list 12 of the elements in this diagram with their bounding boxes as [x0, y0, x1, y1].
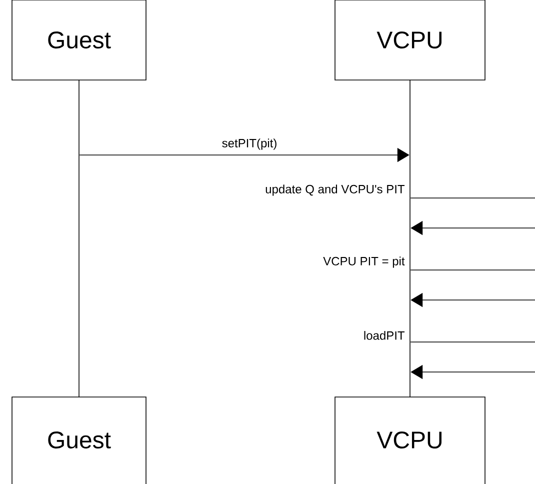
message-label: setPIT(pit): [222, 138, 276, 150]
message-label: loadPIT: [364, 330, 405, 340]
lifeline-box: VCPU: [334, 0, 486, 80]
self-message-arrow: [410, 342, 535, 380]
message-label: VCPU PIT = pit: [323, 256, 405, 268]
lifeline-box: VCPU: [334, 396, 486, 484]
self-message-arrow: [410, 198, 535, 236]
lifeline: [78, 80, 80, 397]
message-label: update Q and VCPU's PIT: [266, 184, 405, 196]
lifeline-box: Guest: [12, 396, 146, 484]
self-message-arrow: [410, 270, 535, 308]
lifeline-box: Guest: [12, 0, 146, 80]
